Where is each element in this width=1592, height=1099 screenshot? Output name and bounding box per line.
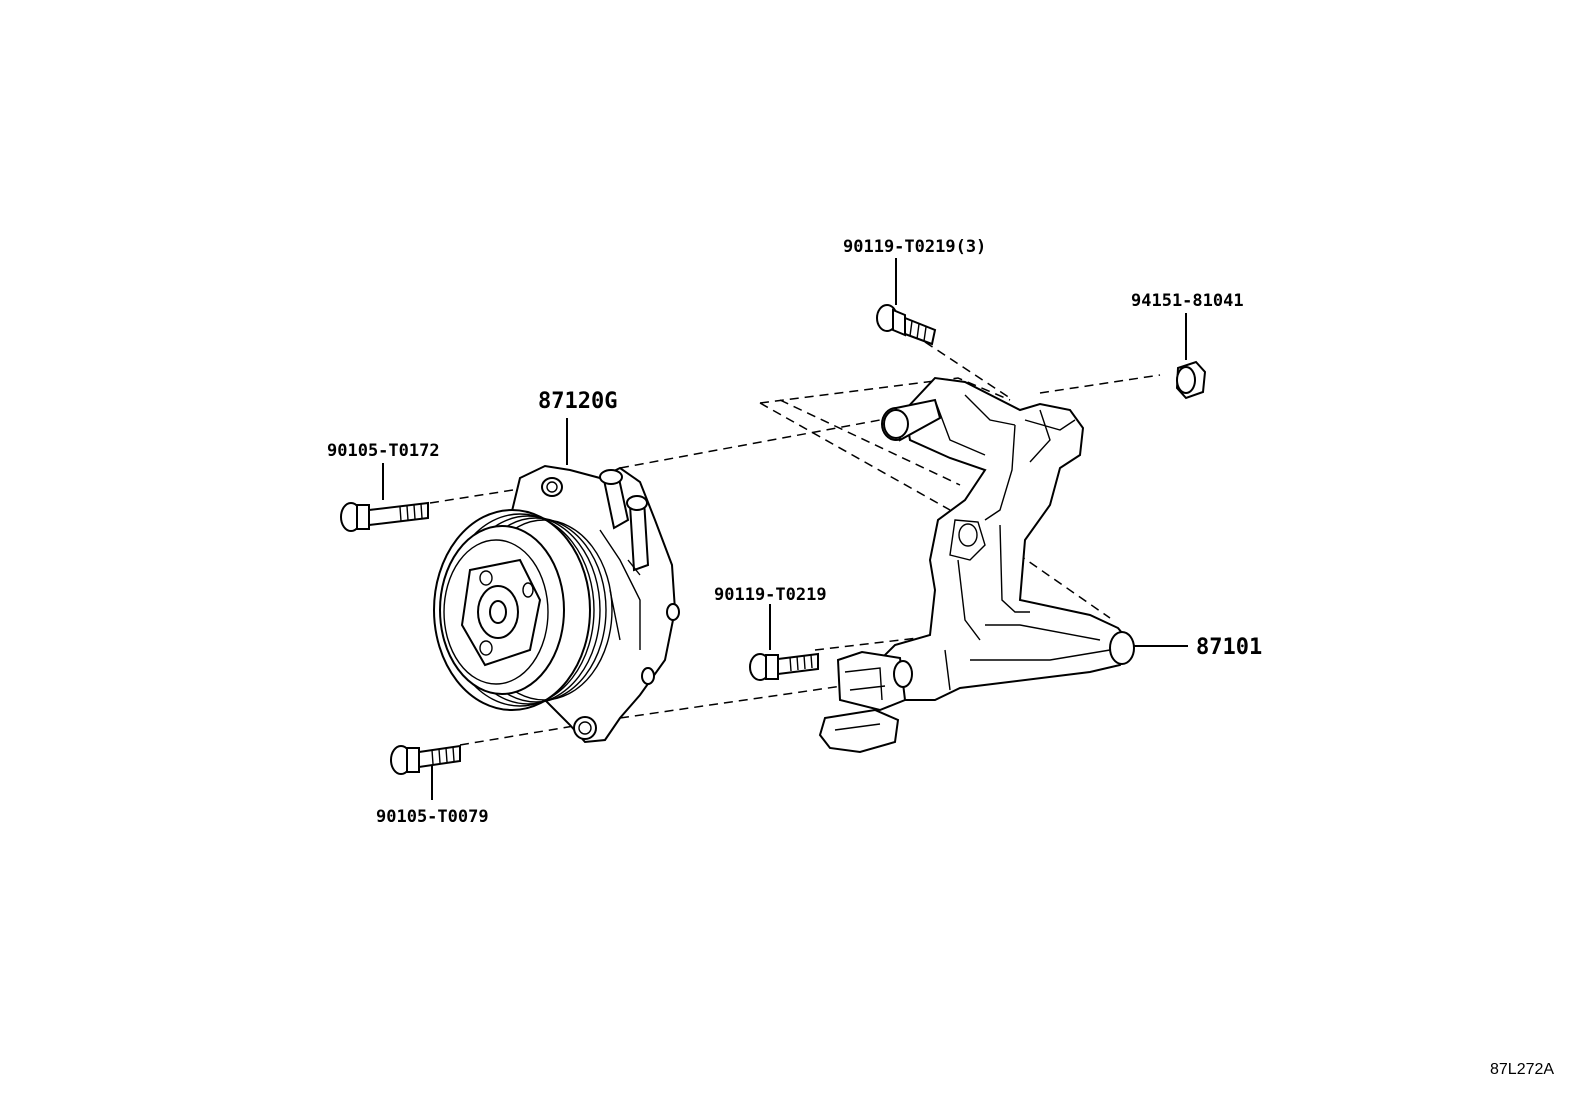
label-94151-81041: 94151-81041	[1131, 291, 1244, 311]
diagram-code: 87L272A	[1490, 1061, 1554, 1078]
label-90105-T0079: 90105-T0079	[376, 807, 489, 827]
bolt-90105-T0172[interactable]	[340, 463, 429, 532]
part-labels: 90105-T0172 87120G 90119-T0219(3) 94151-…	[327, 237, 1554, 1078]
power-steering-pump-87120G[interactable]	[433, 418, 680, 744]
bracket-87101[interactable]	[818, 376, 1188, 754]
nut-94151-81041[interactable]	[1175, 313, 1207, 400]
label-87101: 87101	[1196, 635, 1262, 660]
bolt-90119-T0219-3[interactable]	[876, 258, 937, 346]
label-87120G: 87120G	[538, 389, 617, 414]
assembly-lines	[429, 341, 1161, 746]
bolt-90119-T0219[interactable]	[749, 604, 819, 681]
label-90119-T0219-3: 90119-T0219(3)	[843, 237, 986, 257]
label-90105-T0172: 90105-T0172	[327, 441, 440, 461]
bolt-90105-T0079[interactable]	[390, 744, 461, 800]
label-90119-T0219: 90119-T0219	[714, 585, 827, 605]
